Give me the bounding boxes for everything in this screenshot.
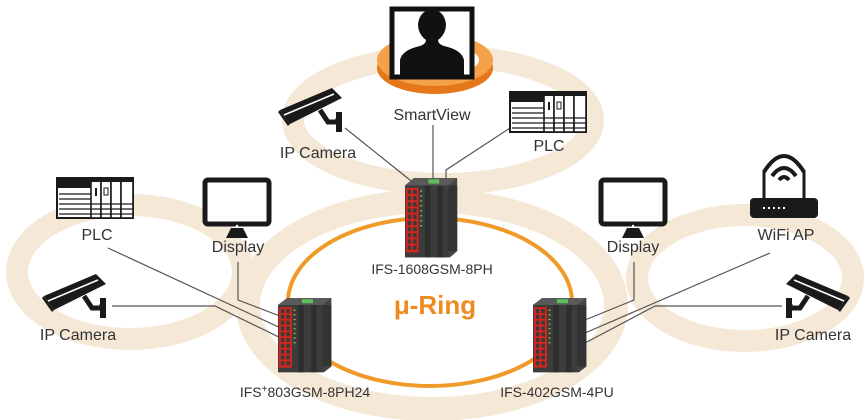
top-camera-label: IP Camera bbox=[280, 145, 356, 162]
switch-left-model-suffix: 803GSM-8PH24 bbox=[267, 384, 370, 400]
right-wifi-label: WiFi AP bbox=[758, 227, 815, 244]
top-plc-icon[interactable] bbox=[509, 91, 587, 133]
switch-top-model: IFS-1608GSM-8PH bbox=[371, 261, 492, 277]
left-ip-camera-icon[interactable] bbox=[42, 274, 106, 318]
ring-title: μ-Ring bbox=[394, 290, 476, 320]
wifi-router-icon[interactable] bbox=[750, 154, 818, 218]
switch-left-model-prefix: IFS bbox=[240, 384, 262, 400]
left-plc-icon[interactable] bbox=[56, 177, 134, 219]
right-zone-ring bbox=[626, 204, 864, 352]
smartview-label: SmartView bbox=[393, 107, 471, 124]
switch-left-model: IFS+803GSM-8PH24 bbox=[240, 384, 371, 400]
left-camera-label: IP Camera bbox=[40, 327, 116, 344]
smartview-station[interactable] bbox=[377, 6, 493, 94]
link-left-display bbox=[237, 262, 286, 319]
monitor-user-icon bbox=[389, 6, 475, 80]
left-plc-label: PLC bbox=[81, 227, 112, 244]
left-display-label: Display bbox=[212, 239, 264, 256]
link-right-wifi bbox=[584, 252, 771, 334]
top-plc-label: PLC bbox=[533, 138, 564, 155]
switch-left-model-sup: + bbox=[262, 384, 268, 395]
right-ip-camera-icon[interactable] bbox=[786, 274, 850, 318]
link-right-display bbox=[584, 262, 635, 321]
switch-right-icon[interactable] bbox=[533, 298, 587, 373]
switch-right-model: IFS-402GSM-4PU bbox=[500, 384, 614, 400]
right-display-label: Display bbox=[607, 239, 659, 256]
switch-left-icon[interactable] bbox=[278, 298, 332, 373]
right-camera-label: IP Camera bbox=[775, 327, 851, 344]
switch-top-icon[interactable] bbox=[405, 178, 458, 258]
link-left-plc bbox=[107, 247, 286, 331]
link-right-camera bbox=[584, 305, 782, 344]
link-left-camera bbox=[112, 305, 286, 341]
